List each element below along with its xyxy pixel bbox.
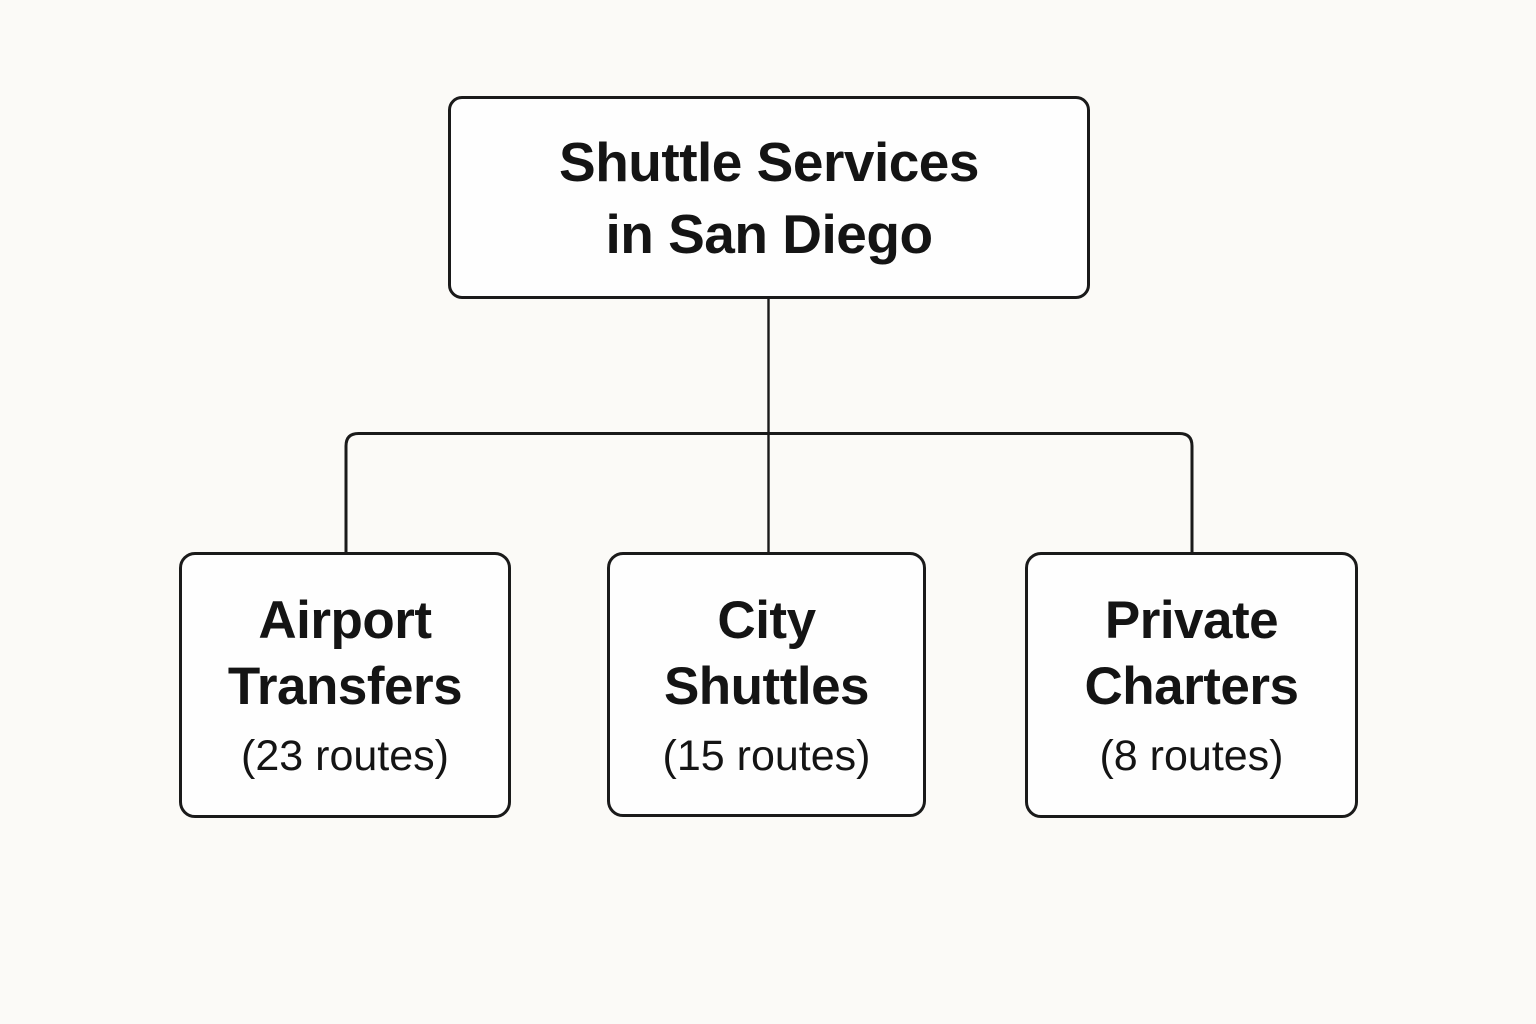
node-root: Shuttle Services in San Diego [448, 96, 1090, 299]
node-airport-transfers-subtitle: (23 routes) [241, 732, 449, 780]
connector-bracket [344, 432, 1194, 552]
node-city-shuttles-title-line2: Shuttles [663, 656, 870, 716]
node-private-charters-title-line1: Private [1104, 591, 1279, 650]
node-root-title: Shuttle Services in San Diego [559, 126, 979, 270]
node-root-title-line2: in San Diego [605, 202, 933, 265]
node-city-shuttles-subtitle: (15 routes) [662, 731, 871, 780]
node-airport-transfers-title-line1: Airport [258, 591, 432, 650]
node-root-title-line1: Shuttle Services [559, 130, 979, 193]
node-city-shuttles: City Shuttles (15 routes) [607, 552, 926, 817]
node-city-shuttles-title: City Shuttles [663, 588, 870, 720]
node-private-charters-subtitle: (8 routes) [1099, 732, 1284, 780]
node-airport-transfers-title: Airport Transfers [227, 588, 463, 720]
node-private-charters-title: Private Charters [1085, 588, 1299, 720]
node-private-charters-title-line2: Charters [1084, 657, 1299, 716]
node-private-charters: Private Charters (8 routes) [1025, 552, 1358, 818]
node-city-shuttles-title-line1: City [717, 590, 816, 650]
node-airport-transfers-title-line2: Transfers [227, 657, 463, 716]
node-airport-transfers: Airport Transfers (23 routes) [179, 552, 511, 818]
